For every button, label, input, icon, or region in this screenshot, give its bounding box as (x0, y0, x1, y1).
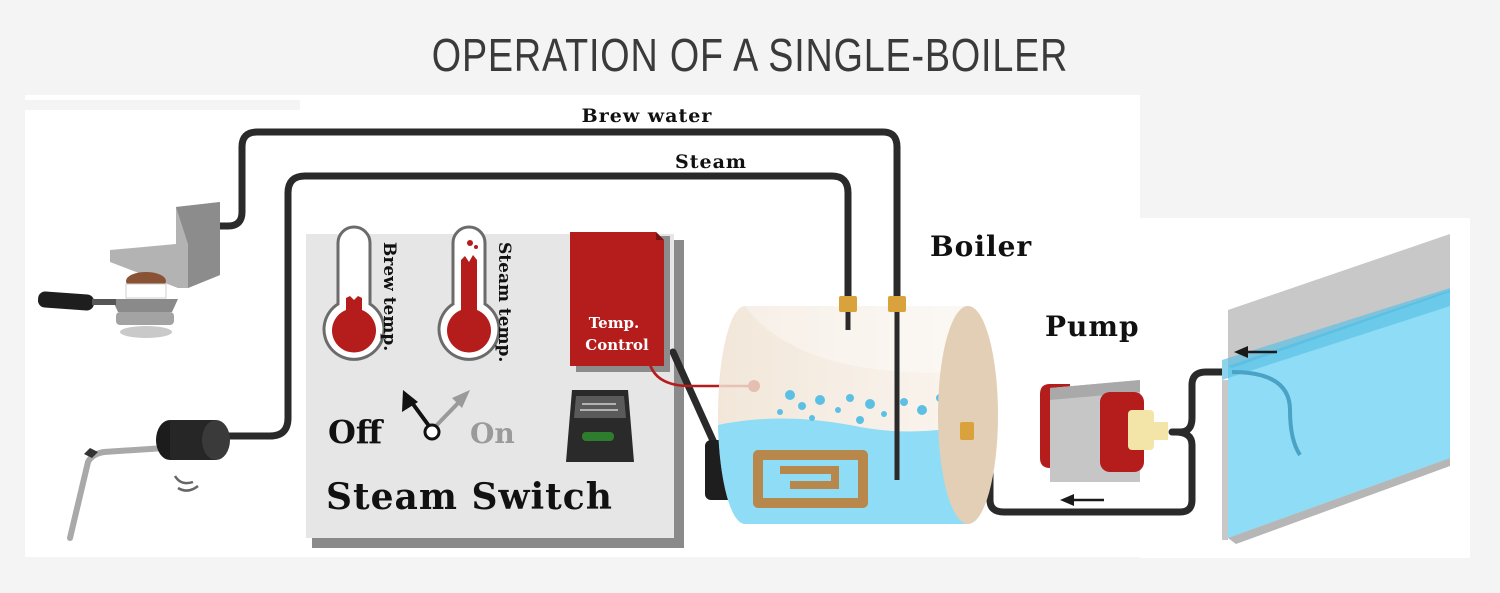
rocker-switch (566, 390, 634, 462)
steam-switch-lever (402, 390, 470, 441)
water-reservoir (1222, 230, 1452, 544)
brew-water-label: Brew water (582, 105, 713, 127)
boiler-label: Boiler (930, 230, 1032, 263)
steam-knob (67, 420, 230, 541)
on-label: On (470, 417, 515, 450)
temp-control-box: Temp. Control (570, 232, 670, 372)
temp-control-label-line2: Control (585, 336, 649, 354)
heating-element (753, 450, 868, 508)
brass-fittings (839, 296, 974, 440)
group-head (110, 202, 220, 288)
pump-label: Pump (1045, 310, 1140, 343)
flow-arrow-reservoir (1234, 346, 1277, 358)
steam-temp-label: Steam temp. (494, 242, 514, 362)
brew-temp-label: Brew temp. (379, 242, 399, 351)
steam-switch-label: Steam Switch (326, 476, 613, 518)
diagram-title: OPERATION OF A SINGLE-BOILER (431, 29, 1069, 81)
steam-temp-thermometer: Steam temp. (437, 225, 514, 362)
boiler-drain-pipe (669, 348, 719, 449)
temp-control-label-line1: Temp. (589, 314, 640, 332)
pump (1040, 380, 1168, 482)
boiler (705, 306, 998, 525)
brew-water-pipe (208, 128, 901, 302)
portafilter (37, 272, 178, 338)
sensor-wire (646, 353, 752, 388)
flow-arrow-return (1060, 494, 1104, 506)
brew-temp-thermometer: Brew temp. (322, 225, 399, 361)
steam-pipe (224, 172, 852, 440)
steam-label: Steam (675, 151, 747, 173)
reservoir-to-pump-pipe (1168, 368, 1236, 436)
off-label: Off (328, 413, 384, 451)
